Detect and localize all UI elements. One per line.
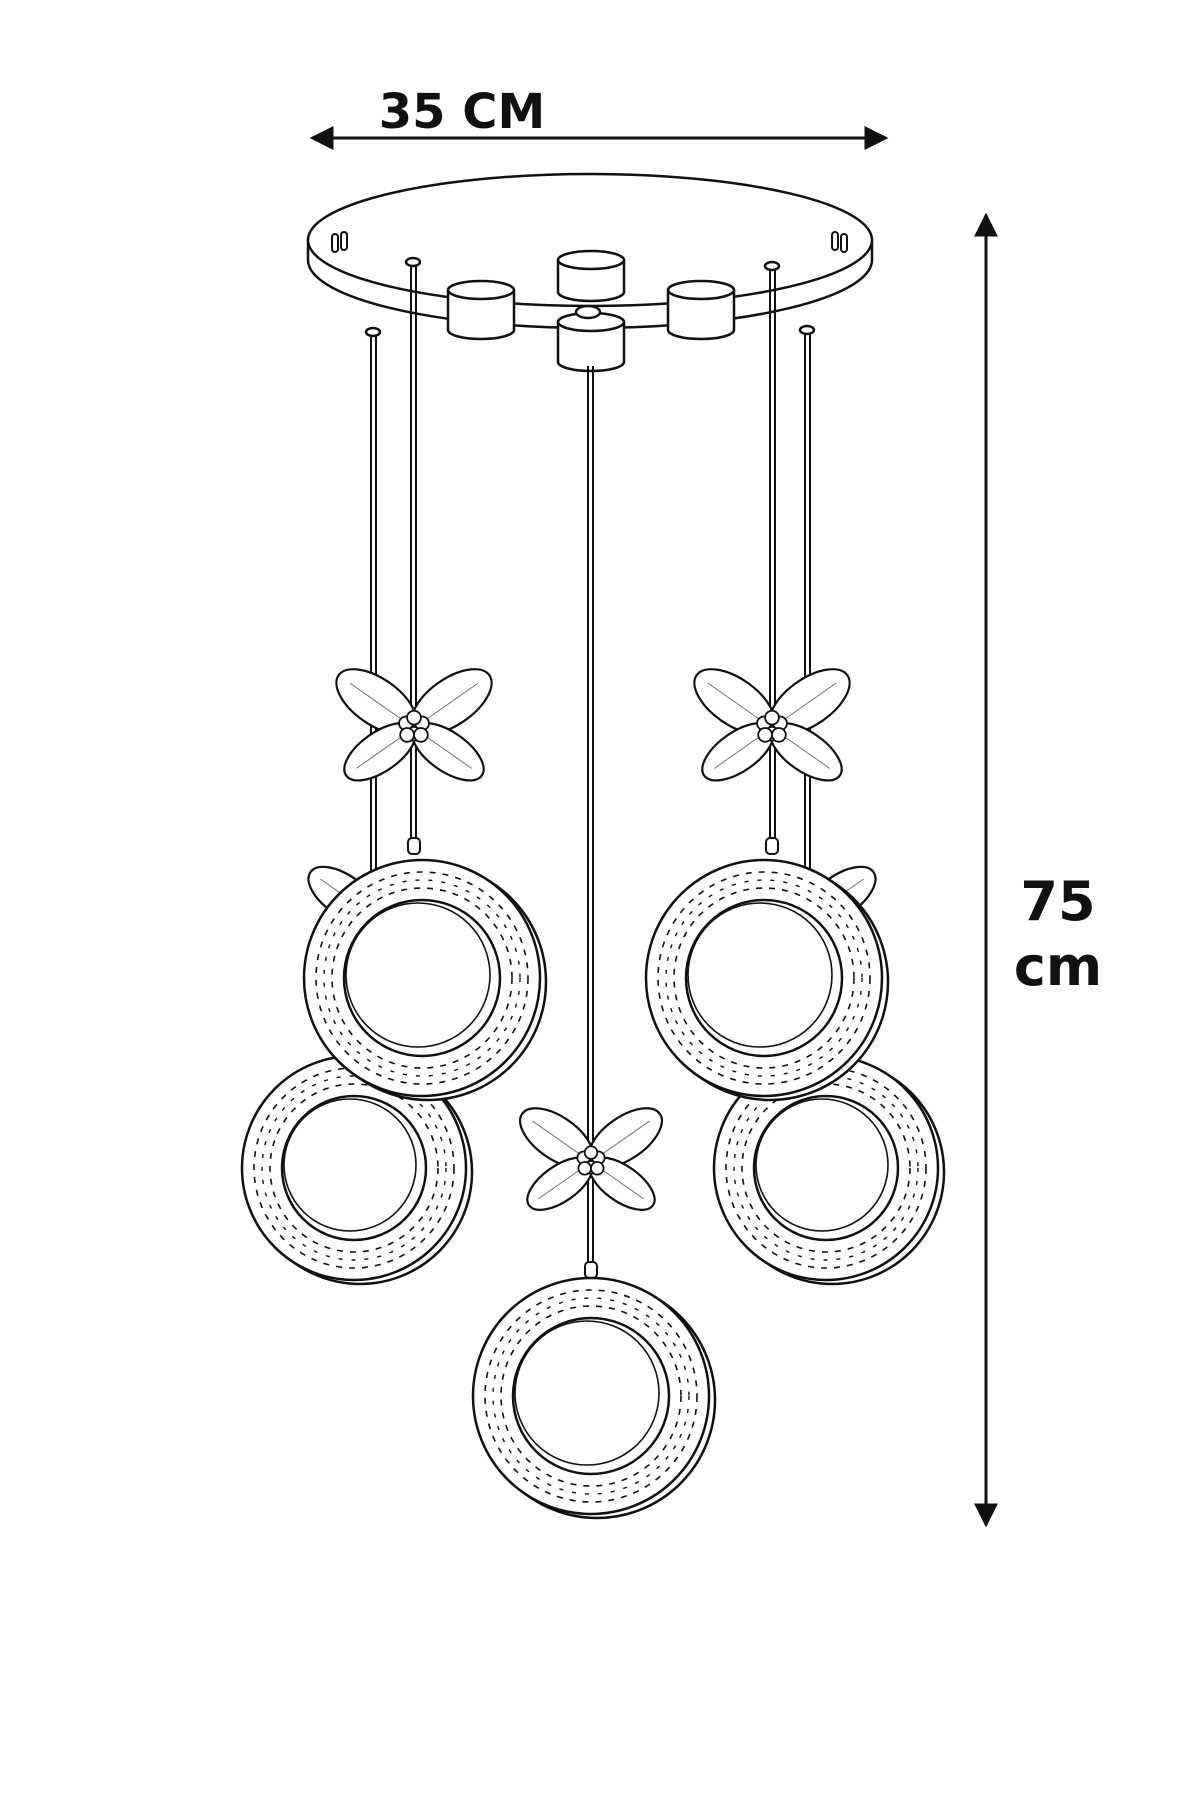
- ring-texture: [492, 1297, 690, 1495]
- cable-anchor: [364, 326, 382, 338]
- ring-texture: [261, 1075, 447, 1261]
- ring-inner-edge: [684, 898, 844, 1058]
- canopy-driver-right: [666, 279, 736, 341]
- ring-texture: [331, 887, 513, 1069]
- ring-texture: [484, 1289, 698, 1503]
- ring-connector-center: [584, 1261, 598, 1279]
- height-value: 75: [1020, 870, 1095, 933]
- ring-inner-edge: [280, 1094, 428, 1242]
- butterfly-body: [757, 727, 773, 743]
- butterfly-body: [577, 1161, 592, 1176]
- butterfly-body: [590, 1161, 605, 1176]
- ring-inner-bevel: [755, 1098, 889, 1232]
- ring-pendant-right-front: [644, 858, 890, 1102]
- ring-texture: [500, 1305, 682, 1487]
- pendant-decorations: [240, 668, 946, 1520]
- butterfly-body: [771, 727, 787, 743]
- canopy-driver-left: [446, 279, 516, 341]
- ring-texture: [673, 887, 855, 1069]
- ring-inner-bevel: [514, 1320, 660, 1466]
- ring-texture: [665, 879, 863, 1077]
- ring-texture: [323, 879, 521, 1077]
- butterfly-body: [399, 727, 415, 743]
- ring-connector-right-front: [765, 837, 779, 855]
- cable-anchor: [404, 256, 422, 268]
- canopy-vent-right: [831, 231, 848, 253]
- ring-pendant-left-back: [240, 1054, 474, 1286]
- ring-texture: [657, 871, 871, 1085]
- ring-pendant-center: [471, 1276, 717, 1520]
- cable-anchor: [798, 324, 816, 336]
- butterfly-body: [583, 1145, 599, 1160]
- width-label: 35 CM: [379, 84, 546, 140]
- ring-inner-edge: [511, 1316, 671, 1476]
- butterfly-center: [519, 1107, 663, 1211]
- width-dimension: 35 CM: [309, 84, 889, 150]
- ring-texture: [269, 1083, 439, 1253]
- canopy-vent-left: [331, 231, 348, 253]
- ceiling-canopy: [306, 172, 874, 373]
- butterfly-body: [764, 709, 780, 726]
- butterfly-right-front: [693, 668, 851, 782]
- ring-connector-left-front: [407, 837, 421, 855]
- butterfly-body: [413, 727, 429, 743]
- butterfly-body: [406, 709, 422, 726]
- height-unit: cm: [1014, 935, 1102, 998]
- ring-inner-bevel: [687, 902, 833, 1048]
- ring-inner-bevel: [345, 902, 491, 1048]
- cable-anchor: [763, 260, 781, 272]
- canopy-driver-center: [556, 304, 626, 373]
- ring-texture: [315, 871, 529, 1085]
- ring-inner-edge: [752, 1094, 900, 1242]
- ring-pendant-left-front: [302, 858, 548, 1102]
- ring-inner-edge: [342, 898, 502, 1058]
- butterfly-left-front: [335, 668, 493, 782]
- ring-inner-bevel: [283, 1098, 417, 1232]
- canopy-driver-top: [556, 249, 626, 303]
- height-dimension: 75 cm: [974, 212, 1102, 1528]
